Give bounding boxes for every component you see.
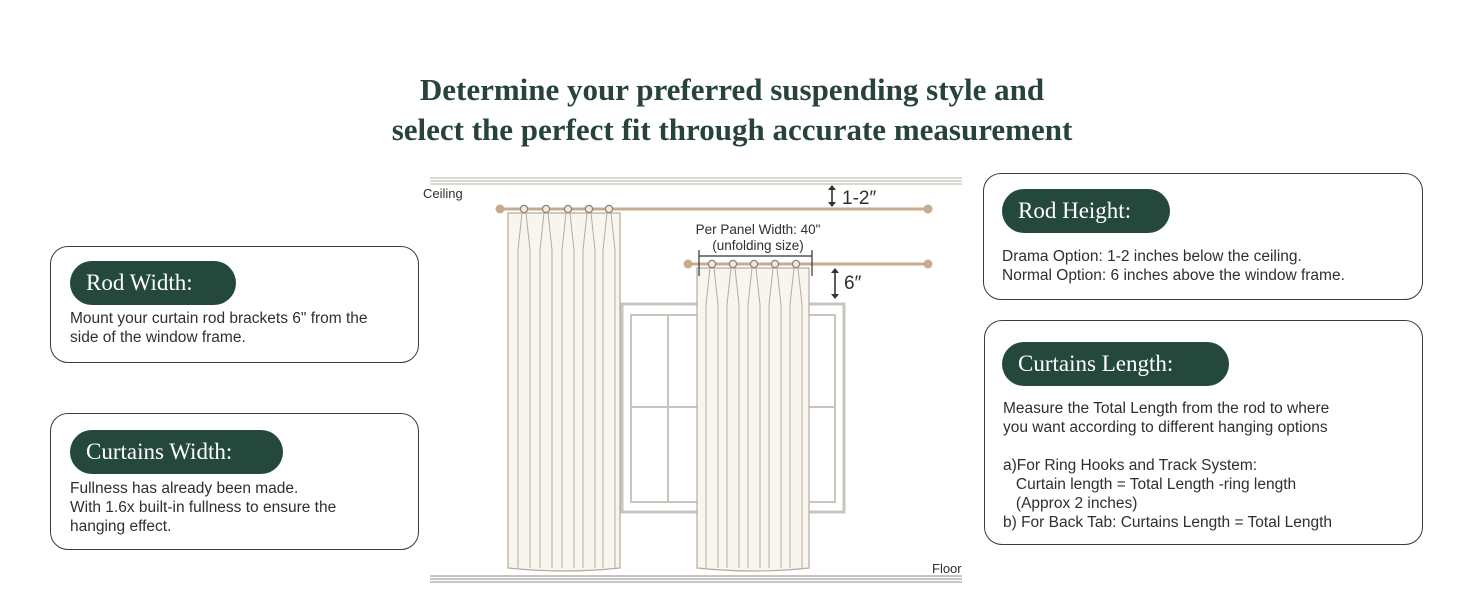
right-curtain-panel	[696, 259, 810, 572]
curtains-length-heading: Curtains Length:	[1002, 342, 1229, 386]
page-title: Determine your preferred suspending styl…	[0, 70, 1464, 150]
normal-gap-label: 6″	[844, 273, 862, 294]
title-line-2: select the perfect fit through accurate …	[391, 112, 1073, 147]
panel-width-line-1: Per Panel Width: 40"	[695, 222, 821, 237]
panel-width-line-2: (unfolding size)	[712, 238, 804, 253]
normal-rod	[683, 259, 933, 269]
normal-gap-arrow	[831, 268, 839, 299]
title-line-1: Determine your preferred suspending styl…	[419, 72, 1045, 107]
drama-gap-arrow	[828, 185, 836, 207]
ceiling-label: Ceiling	[423, 186, 463, 201]
rod-width-card: Rod Width: Mount your curtain rod bracke…	[50, 246, 419, 363]
rod-width-text: Mount your curtain rod brackets 6" from …	[70, 310, 368, 346]
curtains-width-card: Curtains Width: Fullness has already bee…	[50, 413, 419, 550]
rod-height-text: Drama Option: 1-2 inches below the ceili…	[1002, 248, 1345, 284]
curtain-diagram: Ceiling Floor 1-2″ 6″ Per Panel Width: 4…	[420, 170, 980, 590]
curtain-illustration	[430, 177, 962, 583]
curtains-width-heading: Curtains Width:	[70, 430, 283, 474]
curtains-length-card: Curtains Length: Measure the Total Lengt…	[984, 320, 1423, 545]
rod-width-heading: Rod Width:	[70, 261, 236, 305]
ceiling-line	[430, 177, 962, 185]
panel-width-marker	[698, 250, 813, 276]
drama-gap-label: 1-2″	[842, 188, 877, 209]
drama-rod	[495, 204, 933, 214]
panel-width-label: Per Panel Width: 40" (unfolding size)	[683, 222, 833, 254]
rod-height-heading: Rod Height:	[1002, 189, 1170, 233]
curtains-width-text: Fullness has already been made. With 1.6…	[70, 480, 337, 535]
curtains-length-text: Measure the Total Length from the rod to…	[1003, 400, 1333, 531]
floor-label: Floor	[932, 561, 962, 576]
floor-line	[430, 575, 962, 583]
left-curtain-panel	[507, 204, 621, 572]
rod-height-card: Rod Height: Drama Option: 1-2 inches bel…	[983, 173, 1423, 300]
